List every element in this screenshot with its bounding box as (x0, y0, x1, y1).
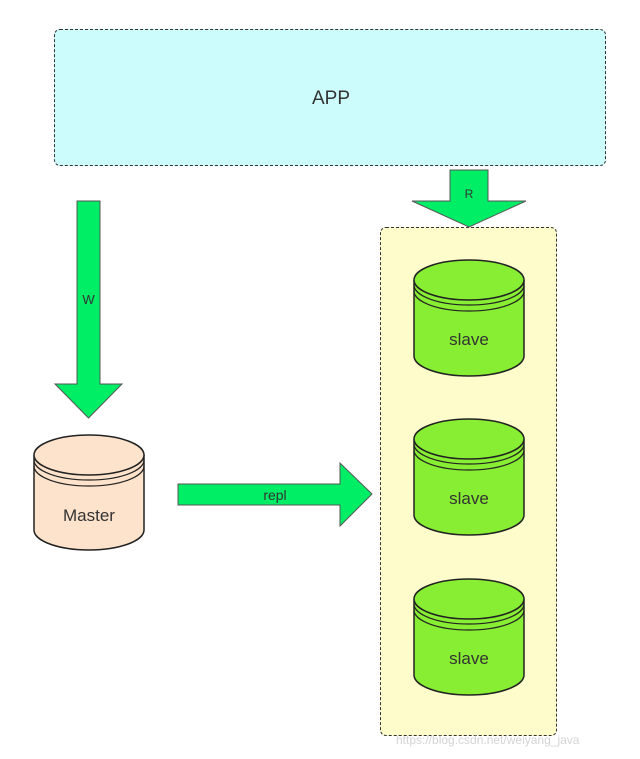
replication-arrow-label: repl (263, 487, 286, 503)
app-box: APP (54, 29, 606, 166)
read-arrow-label: R (465, 187, 474, 201)
slave-label: slave (449, 649, 489, 668)
watermark-text: https://blog.csdn.net/weiyang_java (396, 733, 580, 747)
master-database-icon: Master (33, 434, 145, 551)
app-label: APP (311, 87, 351, 109)
replication-arrow: repl (177, 461, 373, 528)
slave-label: slave (449, 489, 489, 508)
slave-database-icon: slave (413, 259, 525, 377)
slave-database-icon: slave (413, 418, 525, 536)
slave-label: slave (449, 330, 489, 349)
master-label: Master (63, 506, 115, 525)
slave-database-icon: slave (413, 578, 525, 696)
write-arrow: W (53, 200, 124, 419)
write-arrow-label: W (82, 292, 95, 307)
read-arrow: R (411, 169, 527, 228)
